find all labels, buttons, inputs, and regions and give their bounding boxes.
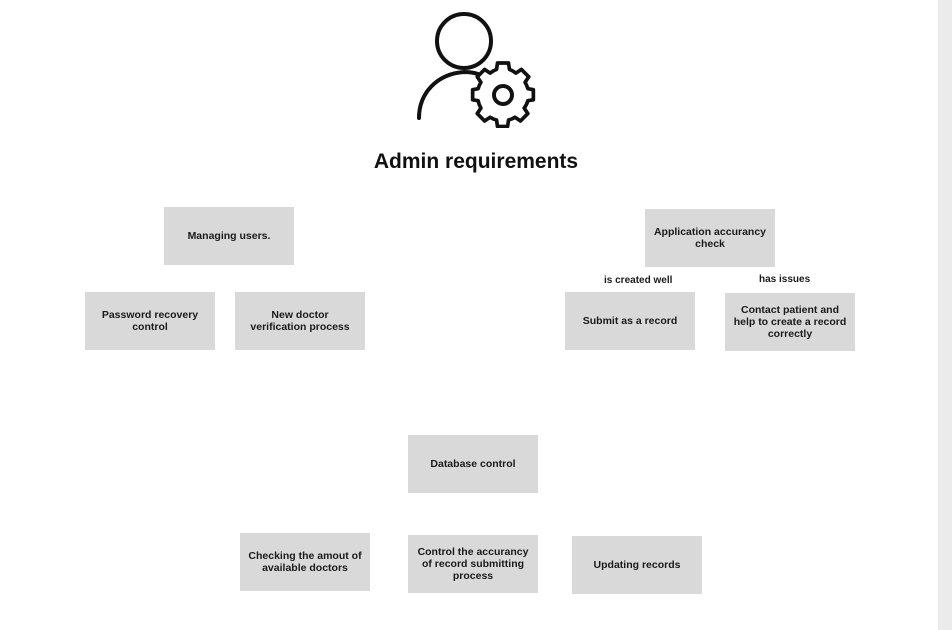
diagram-title: Admin requirements [373, 150, 579, 173]
node-password-recovery: Password recovery control [85, 292, 215, 350]
node-managing-users: Managing users. [164, 207, 294, 265]
node-updating-records: Updating records [572, 536, 702, 594]
scrollbar-track[interactable] [938, 0, 952, 630]
node-contact-patient: Contact patient and help to create a rec… [725, 293, 855, 351]
user-gear-icon [417, 12, 536, 128]
node-database-control: Database control [408, 435, 538, 493]
node-doctor-verification: New doctor verification process [235, 292, 365, 350]
node-available-doctors: Checking the amout of available doctors [240, 533, 370, 591]
node-record-accuracy-control: Control the accurancy of record submitti… [408, 535, 538, 593]
edge-label-created-well: is created well [604, 275, 673, 286]
edge-label-has-issues: has issues [759, 274, 811, 285]
node-submit-record: Submit as a record [565, 292, 695, 350]
node-application-accuracy-check: Application accurancy check [645, 209, 775, 267]
